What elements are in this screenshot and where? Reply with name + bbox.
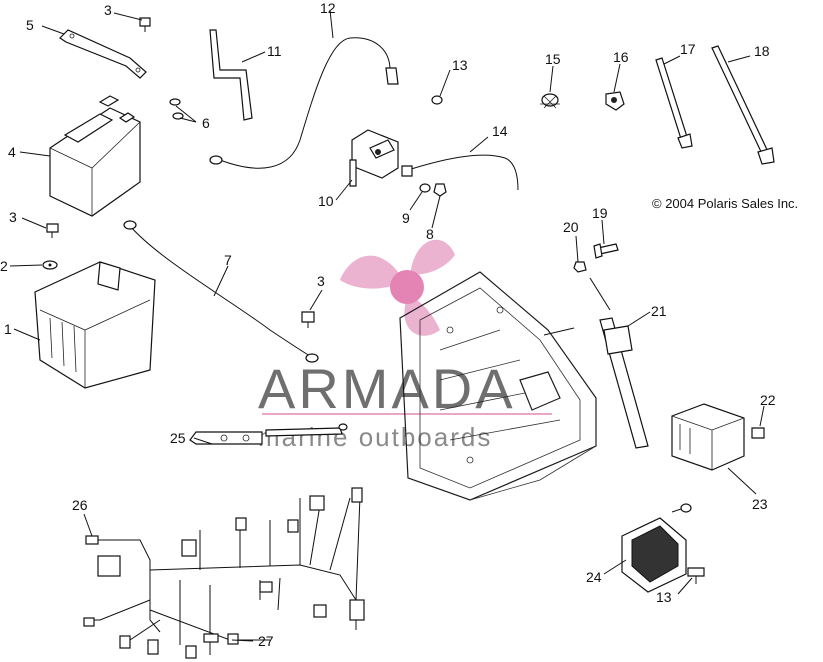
callout-17: 17	[680, 41, 696, 57]
part-15-clip	[540, 93, 560, 109]
callout-numbers: 5 3 6 4 3 2 1 11 12 13 10 9 8 14 7 3 15 …	[0, 0, 776, 649]
callout-23: 23	[752, 496, 768, 512]
callout-5: 5	[26, 17, 34, 33]
callout-3: 3	[9, 209, 17, 225]
part-5-battery-strap	[59, 29, 147, 79]
callout-26: 26	[72, 497, 88, 513]
callout-13: 13	[656, 589, 672, 605]
callout-19: 19	[592, 205, 608, 221]
part-1-battery-box	[34, 261, 156, 389]
callout-2: 2	[0, 258, 8, 274]
part-17-cable-tie	[655, 57, 693, 149]
callout-21: 21	[651, 303, 667, 319]
callout-7: 7	[224, 252, 232, 268]
callout-27: 27	[258, 633, 274, 649]
part-3-bolt-left	[46, 223, 59, 238]
part-23-module	[671, 403, 745, 471]
callout-12: 12	[320, 0, 336, 16]
callout-24: 24	[586, 569, 602, 585]
part-13-nut-top	[431, 95, 443, 105]
part-9-washer	[419, 183, 431, 193]
part-8-nut	[433, 183, 447, 197]
part-16-clip	[605, 91, 625, 111]
part-14-cable	[401, 154, 519, 191]
part-26-wiring-harness	[83, 487, 365, 659]
part-4-battery	[49, 95, 141, 217]
callout-13: 13	[452, 57, 468, 73]
watermark-brand: ARMADA	[258, 357, 516, 420]
part-18-cable-tie	[711, 45, 775, 165]
callout-4: 4	[8, 144, 16, 160]
callout-10: 10	[318, 193, 334, 209]
callout-3: 3	[317, 273, 325, 289]
callout-16: 16	[613, 49, 629, 65]
callout-14: 14	[492, 123, 508, 139]
part-21-bracket	[599, 317, 649, 449]
part-22-screw	[751, 427, 765, 439]
part-19-bolt	[593, 243, 619, 259]
callout-18: 18	[754, 43, 770, 59]
part-11-cable	[209, 29, 253, 121]
callout-1: 1	[4, 321, 12, 337]
part-6-nuts	[169, 98, 184, 120]
mounting-panel	[399, 271, 597, 501]
callout-8: 8	[426, 226, 434, 242]
leader-lines	[9, 9, 765, 642]
part-7-cable	[123, 220, 319, 363]
part-13-bolt-bottom	[687, 567, 705, 584]
copyright-notice: © 2004 Polaris Sales Inc.	[652, 196, 798, 211]
part-25-bracket	[189, 423, 348, 445]
part-20-nut	[573, 261, 587, 273]
part-3-bolt-lower	[301, 311, 315, 328]
part-12-cable	[209, 37, 399, 169]
part-2-washer	[42, 260, 58, 270]
part-3-bolt-top	[139, 17, 151, 32]
callout-15: 15	[545, 51, 561, 67]
part-10-solenoid	[349, 129, 399, 187]
callout-20: 20	[563, 219, 579, 235]
callout-3: 3	[104, 2, 112, 18]
callout-6: 6	[202, 115, 210, 131]
callout-25: 25	[170, 430, 186, 446]
part-24-regulator	[621, 503, 692, 593]
watermark-tagline: marine outboards	[258, 422, 492, 452]
watermark-logo	[340, 239, 455, 336]
callout-11: 11	[267, 43, 282, 59]
callout-9: 9	[402, 210, 410, 226]
callout-22: 22	[760, 392, 776, 408]
